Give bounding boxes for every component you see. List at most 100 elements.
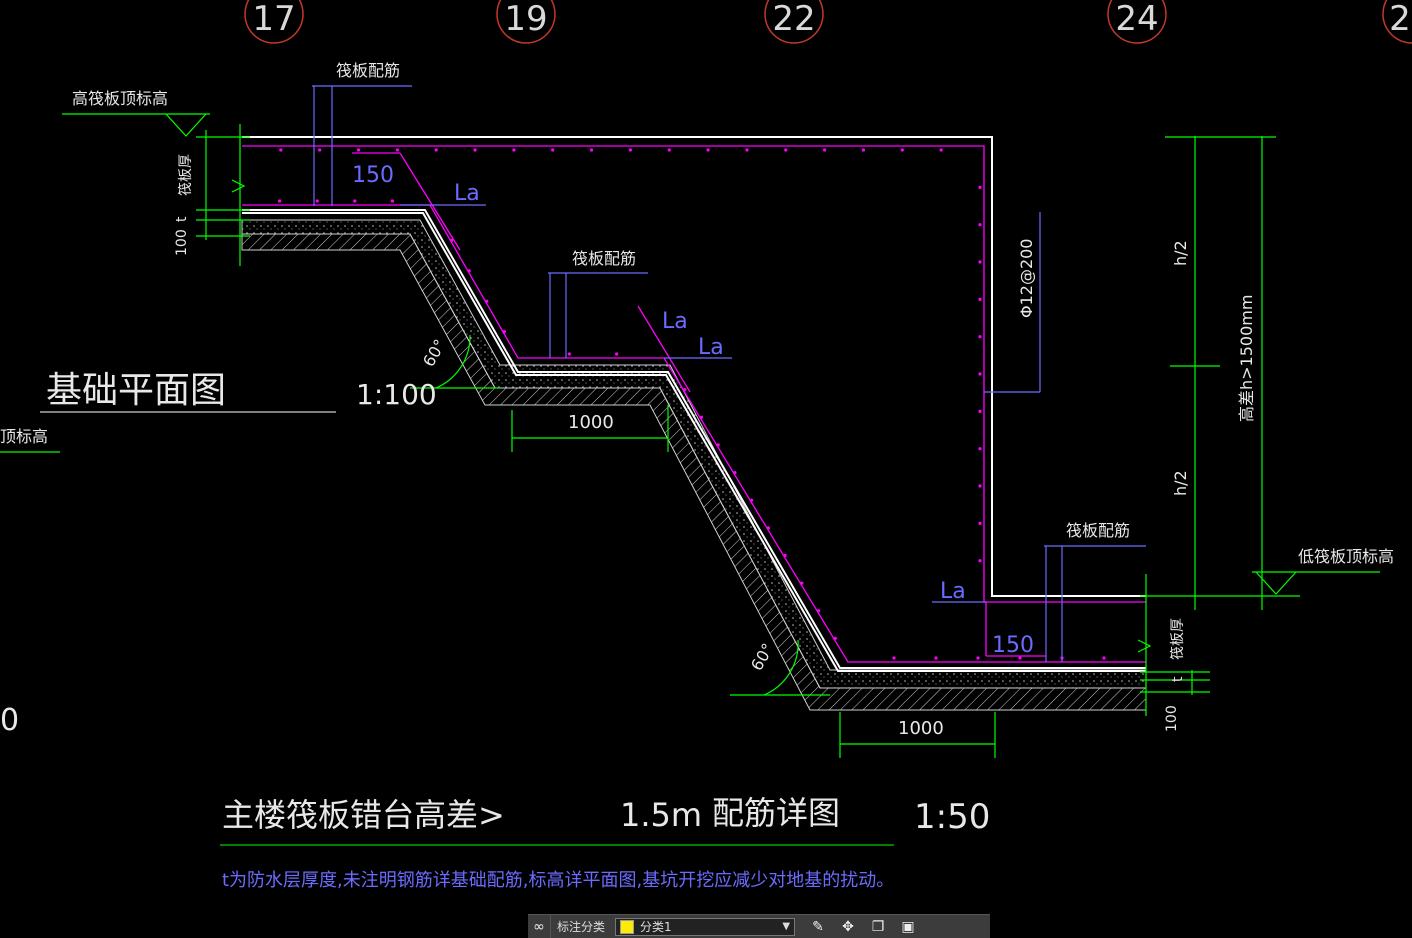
detail-title: 主楼筏板错台高差> <box>222 796 505 834</box>
detail-scale: 1:50 <box>914 797 990 837</box>
plan-title: 基础平面图 <box>46 370 226 411</box>
infinity-icon[interactable]: ∞ <box>533 918 545 935</box>
rebar-dot <box>978 223 982 227</box>
rebar-dot <box>978 260 982 264</box>
rebar-la-mid <box>637 305 691 393</box>
h-half-bottom: h/2 <box>1171 470 1190 496</box>
category-select-value: 分类1 <box>640 920 672 934</box>
rebar-dot <box>978 185 982 189</box>
edit-icon[interactable]: ✎ <box>812 918 824 935</box>
axis-bubble-24 <box>1107 0 1167 44</box>
rebar-dot <box>318 148 322 152</box>
rebar-dot <box>1018 656 1022 660</box>
copy-icon[interactable]: ❐ <box>871 918 885 935</box>
move-icon[interactable]: ✥ <box>842 918 854 935</box>
axis-label-19: 19 <box>504 0 547 39</box>
rebar-dot <box>706 148 710 152</box>
rebar-dot <box>390 199 394 203</box>
dimension-lines <box>0 113 1380 758</box>
rebar-dot <box>978 559 982 563</box>
raft-rebar-label-2: 筏板配筋 <box>572 249 636 268</box>
rebar-dot <box>978 484 982 488</box>
rebar-dot <box>783 553 787 558</box>
rebar-dot <box>315 199 319 203</box>
dim-100-left: 100 <box>174 229 190 256</box>
axis-label-22: 22 <box>772 0 815 39</box>
plan-scale: 1:100 <box>356 378 437 411</box>
h-half-top: h/2 <box>1171 240 1190 266</box>
dim-1000-mid: 1000 <box>568 412 614 433</box>
rebar-dot <box>589 148 594 152</box>
toolbar-label: 标注分类 <box>550 915 611 938</box>
rebar-dot <box>750 498 754 502</box>
rebar-dot <box>615 352 619 356</box>
rebar-dot <box>978 297 982 301</box>
rebar-dot <box>784 148 788 152</box>
dim-150-top: 150 <box>352 163 394 188</box>
angle-label-top: 60° <box>419 336 450 370</box>
axis-label-24: 24 <box>1115 0 1158 39</box>
rebar-dot <box>978 447 982 451</box>
rebar-dot <box>816 609 821 613</box>
detail-suffix: 配筋详图 <box>712 794 840 832</box>
rebar-dot <box>467 269 471 273</box>
rebar-dot <box>833 636 837 640</box>
annotation-toolbar: ∞ 标注分类 分类1 ▼ ✎ ✥ ❐ ▣ <box>528 914 990 938</box>
rebar-dot <box>683 388 687 392</box>
category-select[interactable]: 分类1 ▼ <box>615 917 796 936</box>
la-label-1: La <box>454 181 480 206</box>
rebar-dot <box>628 148 633 152</box>
rebar-spec: Φ12@200 <box>1017 239 1036 319</box>
rebar-dot <box>395 148 399 152</box>
dim-150-bottom: 150 <box>992 633 1034 658</box>
top-rebar <box>242 145 1146 603</box>
rebar-dot <box>861 148 866 152</box>
height-diff-label: 高差h>1500mm <box>1237 295 1256 422</box>
rebar-dot <box>892 656 896 660</box>
rebar-dot <box>716 443 720 447</box>
rebar-dot <box>939 148 943 152</box>
raft-rebar-label-3: 筏板配筋 <box>1066 521 1130 540</box>
rebar-dot <box>978 335 982 339</box>
rebar-dot <box>823 148 827 152</box>
raft-thickness-right: 筏板厚 <box>1169 618 1186 660</box>
raft-outline <box>242 136 1146 672</box>
axis-bubble-partial <box>1382 0 1412 44</box>
rebar-dot <box>551 148 555 152</box>
high-elev-triangle <box>165 113 207 137</box>
rebar-dot <box>766 526 770 530</box>
rebar-dot <box>512 148 516 152</box>
raft-thickness-left: 筏板厚 <box>177 154 194 196</box>
rebar-dot <box>434 148 438 152</box>
rebar-dot <box>978 409 982 413</box>
rebar-dot <box>699 415 704 419</box>
title-underlines <box>40 411 894 846</box>
raft-bottom-outline <box>242 209 1146 669</box>
left-partial-elev-label: 顶标高 <box>0 427 48 446</box>
rebar-la-top <box>399 152 461 251</box>
rebar-dot <box>900 148 904 152</box>
t-left: t <box>174 216 190 222</box>
rebar-dot <box>800 581 804 585</box>
angle-arc-bottom <box>763 639 799 696</box>
category-swatch <box>620 919 635 934</box>
rebar-dot <box>1102 656 1106 660</box>
save-icon[interactable]: ▣ <box>901 918 915 935</box>
rebar-dot <box>278 199 282 203</box>
rebar-dots <box>278 148 1106 660</box>
t-right: t <box>1170 676 1186 682</box>
dim-100-right: 100 <box>1164 705 1180 732</box>
angle-label-bottom: 60° <box>747 640 778 674</box>
leader-lines <box>312 85 1146 662</box>
rebar-dot <box>978 372 982 376</box>
axis-bubble-22 <box>764 0 824 44</box>
rebar-dot <box>667 148 671 152</box>
left-partial-zero: 0 <box>0 703 19 738</box>
axis-label-17: 17 <box>252 0 295 39</box>
la-label-2: La <box>662 309 688 334</box>
rebar-dot <box>733 470 737 475</box>
chevron-down-icon: ▼ <box>782 921 791 932</box>
rebar-dot <box>279 148 283 152</box>
dim-1000-bottom: 1000 <box>898 718 944 739</box>
